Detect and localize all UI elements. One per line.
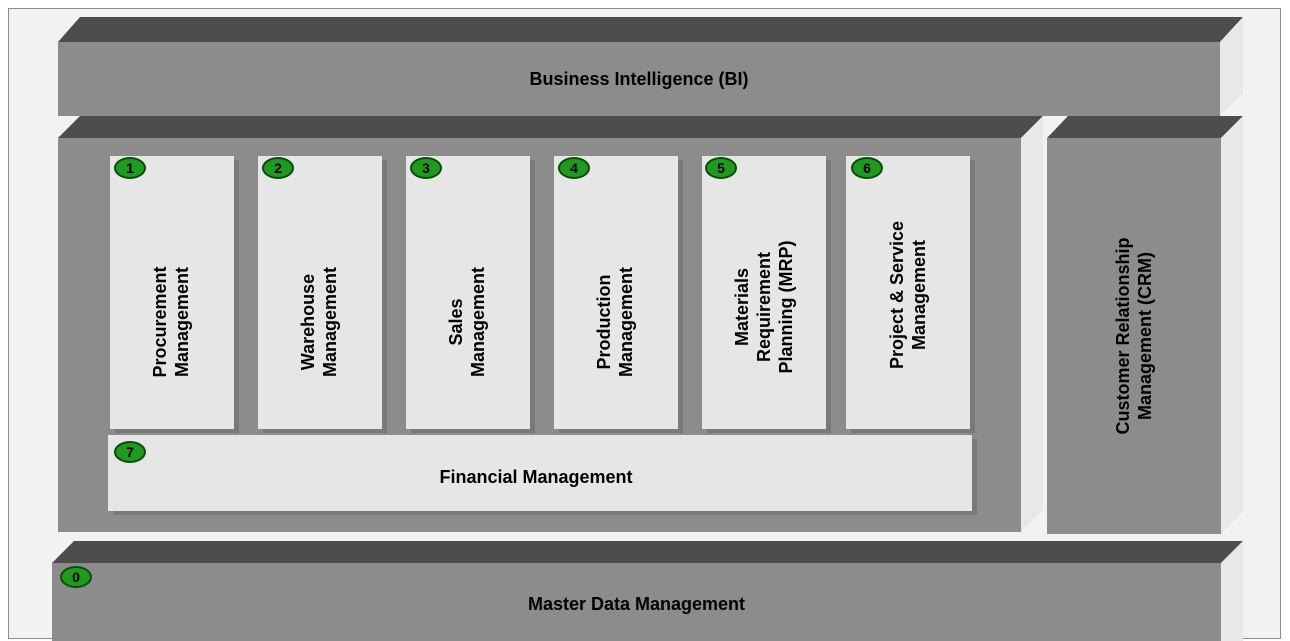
badge-1: 1	[114, 157, 146, 179]
module-warehouse-label: Warehouse Management	[298, 266, 340, 378]
module-sales-label: Sales Management	[446, 266, 488, 378]
badge-4: 4	[558, 157, 590, 179]
module-production-label: Production Management	[594, 266, 636, 378]
module-mrp-label: Materials Requirement Planning (MRP)	[732, 240, 796, 374]
badge-2: 2	[262, 157, 294, 179]
master-data-block	[52, 541, 1243, 641]
crm-label: Customer Relationship Management (CRM)	[1113, 237, 1155, 435]
badge-7: 7	[114, 441, 146, 463]
master-data-label: Master Data Management	[527, 594, 746, 614]
bi-label: Business Intelligence (BI)	[529, 69, 749, 89]
badge-6: 6	[851, 157, 883, 179]
module-procurement-label: Procurement Management	[150, 266, 192, 378]
bi-block	[58, 17, 1243, 116]
badge-5: 5	[705, 157, 737, 179]
badge-0: 0	[60, 566, 92, 588]
financial-management-label: Financial Management	[439, 467, 633, 487]
module-faces	[108, 156, 972, 511]
badge-3: 3	[410, 157, 442, 179]
crm-block	[1047, 116, 1243, 534]
module-project-service-label: Project & Service Management	[887, 220, 929, 370]
